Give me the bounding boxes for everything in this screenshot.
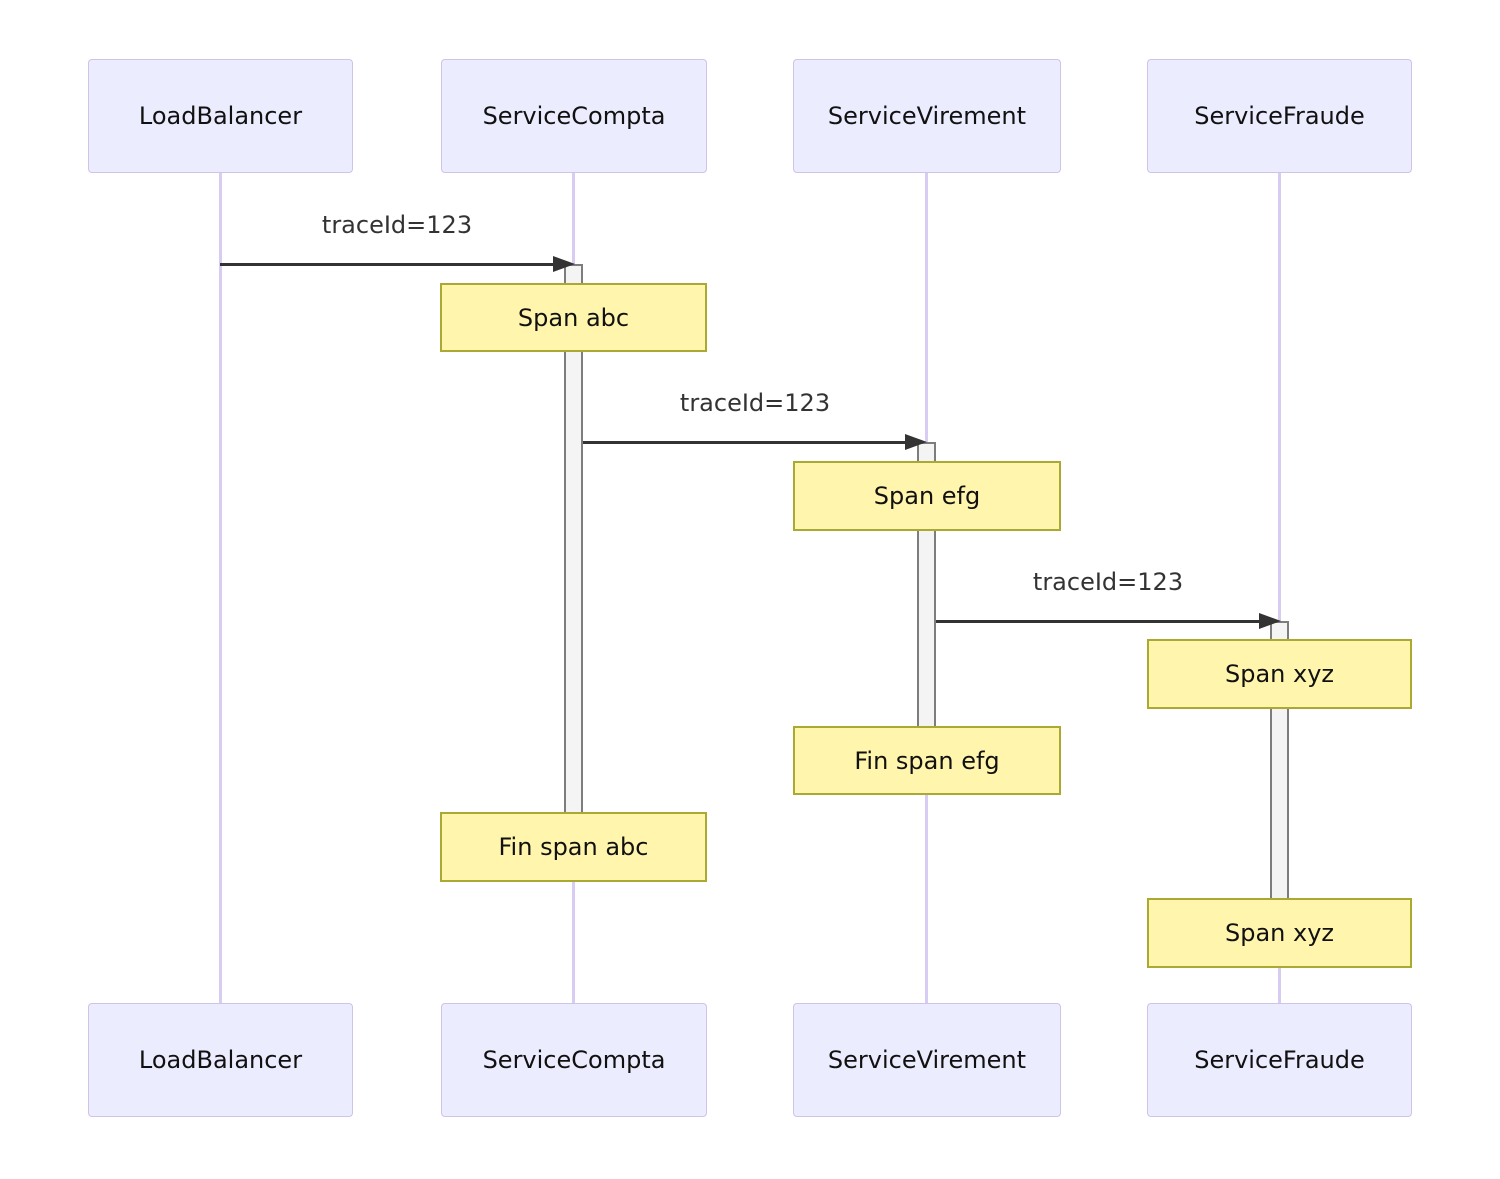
lifeline-servicefraude <box>1278 173 1281 1003</box>
message-arrow-2-arrowhead-icon <box>905 434 927 450</box>
note-fin-span-efg: Fin span efg <box>793 726 1061 795</box>
participant-top-servicefraude: ServiceFraude <box>1147 59 1412 173</box>
message-arrow-3-arrowhead-icon <box>1259 613 1281 629</box>
note-span-abc: Span abc <box>440 283 707 352</box>
message-arrow-3-line <box>936 620 1260 623</box>
participant-bottom-servicevirement: ServiceVirement <box>793 1003 1061 1117</box>
note-span-xyz: Span xyz <box>1147 639 1412 709</box>
participant-bottom-loadbalancer: LoadBalancer <box>88 1003 353 1117</box>
note-span-efg: Span efg <box>793 461 1061 531</box>
message-arrow-2-line <box>583 441 907 444</box>
note-fin-span-abc: Fin span abc <box>440 812 707 882</box>
participant-bottom-servicefraude: ServiceFraude <box>1147 1003 1412 1117</box>
participant-top-loadbalancer: LoadBalancer <box>88 59 353 173</box>
participant-bottom-servicecompta: ServiceCompta <box>441 1003 707 1117</box>
message-arrow-1-line <box>220 263 556 266</box>
message-arrow-1-arrowhead-icon <box>553 256 575 272</box>
message-label-2: traceId=123 <box>679 389 831 417</box>
note-span-xyz-2: Span xyz <box>1147 898 1412 968</box>
participant-top-servicecompta: ServiceCompta <box>441 59 707 173</box>
participant-top-servicevirement: ServiceVirement <box>793 59 1061 173</box>
lifeline-loadbalancer <box>219 173 222 1003</box>
message-label-3: traceId=123 <box>1032 568 1184 596</box>
message-label-1: traceId=123 <box>321 211 473 239</box>
